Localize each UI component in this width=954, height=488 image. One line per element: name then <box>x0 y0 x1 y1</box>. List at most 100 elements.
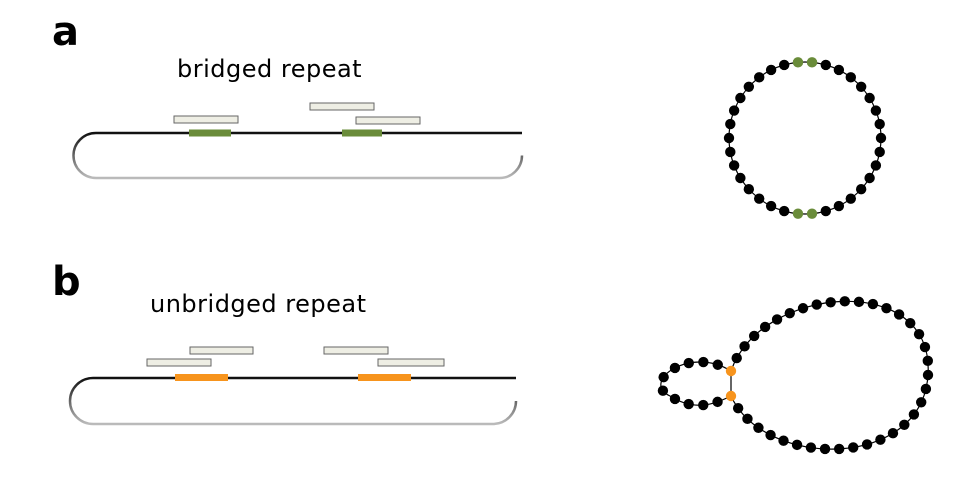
graph-node <box>855 81 867 92</box>
repeat-segment <box>175 374 228 381</box>
chromosome-a-outline <box>72 131 524 180</box>
graph-node <box>874 146 885 158</box>
panel-label-a: a <box>52 9 79 55</box>
panel-title-a: bridged repeat <box>177 55 363 83</box>
graph-node <box>833 443 845 455</box>
graph-node <box>759 321 771 333</box>
repeat-segment <box>358 374 411 381</box>
graph-node <box>669 362 681 374</box>
graph-node <box>825 297 836 308</box>
panel-title-b: unbridged repeat <box>150 290 367 318</box>
read-bar <box>309 102 375 111</box>
assembly-graph-loop <box>657 296 934 455</box>
graph-node <box>919 341 931 353</box>
assembly-graph-circle <box>723 57 887 219</box>
graph-node <box>725 118 736 130</box>
graph-node <box>753 72 765 83</box>
graph-node <box>748 330 760 342</box>
graph-node <box>765 429 776 441</box>
graph-node <box>779 205 790 217</box>
graph-node <box>875 434 886 445</box>
chromosome-b-outline <box>68 376 518 426</box>
graph-node <box>913 328 925 340</box>
repeat-node <box>806 57 818 68</box>
graph-node <box>922 355 934 367</box>
graph-node <box>791 439 803 451</box>
graph-node <box>712 359 723 370</box>
graph-node <box>683 357 694 369</box>
read-bar <box>189 346 254 355</box>
graph-node <box>908 409 920 420</box>
graph-node <box>725 146 736 158</box>
graph-node <box>742 413 753 425</box>
graph-node <box>820 59 831 71</box>
graph-node <box>778 435 789 446</box>
graph-node <box>848 442 859 453</box>
repeat-node <box>792 208 804 219</box>
graph-node <box>728 105 740 116</box>
graph-node <box>797 303 809 314</box>
graph-node <box>819 443 831 455</box>
graph-node <box>870 160 882 171</box>
graph-node <box>743 184 755 195</box>
graph-node <box>683 398 694 410</box>
graph-node <box>657 385 669 396</box>
graph-node <box>833 64 845 76</box>
graph-node <box>753 193 765 204</box>
graph-node <box>698 399 709 411</box>
repeat-node <box>806 208 818 219</box>
graph-node <box>735 172 746 184</box>
read-bar <box>355 116 421 125</box>
graph-node <box>855 184 867 195</box>
graph-node <box>839 296 851 307</box>
graph-node <box>723 132 735 144</box>
graph-node <box>771 314 783 325</box>
graph-node <box>920 383 932 395</box>
graph-node <box>867 298 879 310</box>
graph-node <box>853 296 865 308</box>
chromosome-b <box>68 346 518 426</box>
graph-node <box>922 369 934 381</box>
read-bar <box>173 115 239 124</box>
graph-node <box>779 59 790 71</box>
graph-node <box>743 81 755 92</box>
panel-label-b: b <box>52 259 81 305</box>
graph-node <box>735 92 746 104</box>
repeat-segment <box>342 129 382 137</box>
graph-node <box>916 397 927 408</box>
graph-node <box>698 356 709 368</box>
graph-node <box>712 396 723 408</box>
graph-node <box>731 352 742 364</box>
graph-node <box>728 160 740 171</box>
graph-node <box>765 64 777 76</box>
graph-node <box>864 172 875 184</box>
graph-node <box>805 442 817 453</box>
graph-node <box>861 439 873 450</box>
graph-node <box>875 132 887 144</box>
graph-node <box>833 200 845 212</box>
read-bar <box>146 358 212 367</box>
graph-node <box>811 299 822 310</box>
graph-node <box>845 193 857 204</box>
repeat-node <box>725 390 737 402</box>
chromosome-a <box>72 102 524 180</box>
graph-node <box>874 118 885 130</box>
read-bar <box>377 358 445 367</box>
graph-node <box>870 105 882 116</box>
graph-node <box>887 428 899 439</box>
graph-node <box>784 307 795 319</box>
graph-node <box>845 72 857 83</box>
graph-node <box>669 393 681 405</box>
repeat-node <box>725 365 737 377</box>
graph-node <box>753 422 764 433</box>
graph-node <box>739 341 750 352</box>
repeat-segment <box>189 129 231 137</box>
graph-node <box>893 309 905 320</box>
graph-node <box>658 371 669 383</box>
graph-node <box>864 92 875 104</box>
repeat-node <box>792 57 804 68</box>
graph-node <box>765 200 777 212</box>
graph-node <box>899 419 910 430</box>
graph-node <box>732 402 744 414</box>
